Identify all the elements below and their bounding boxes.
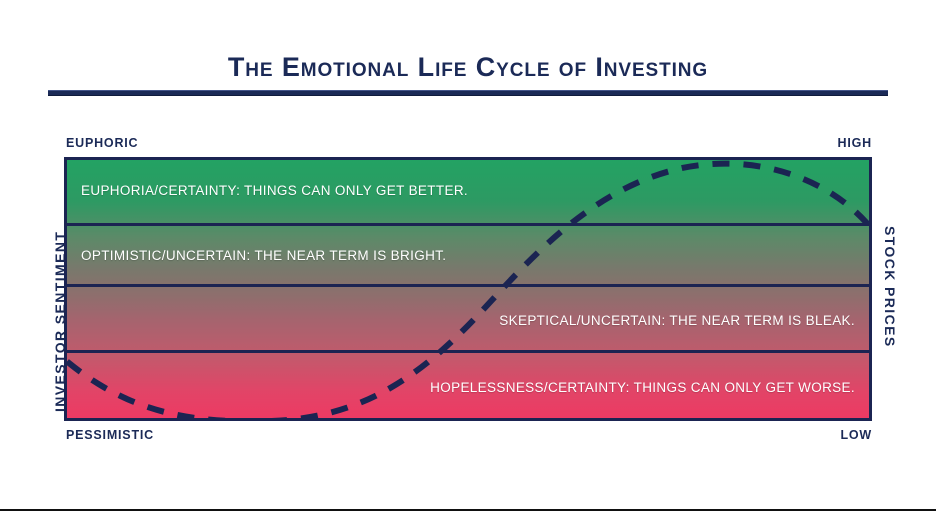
axis-cap-high: HIGH	[837, 136, 872, 150]
axis-cap-low: LOW	[840, 428, 872, 442]
band-label-hopelessness: HOPELESSNESS/CERTAINTY: THINGS CAN ONLY …	[430, 380, 855, 395]
page-title: The Emotional Life Cycle of Investing	[227, 52, 709, 82]
axis-title-stock-prices: STOCK PRICES	[882, 226, 898, 348]
footer-divider-rule	[0, 509, 936, 511]
chart-plot-area: EUPHORIA/CERTAINTY: THINGS CAN ONLY GET …	[64, 157, 872, 421]
band-label-optimistic: OPTIMISTIC/UNCERTAIN: THE NEAR TERM IS B…	[81, 248, 447, 263]
axis-cap-pessimistic: PESSIMISTIC	[66, 428, 154, 442]
band-divider-3	[67, 350, 869, 353]
band-divider-1	[67, 223, 869, 226]
band-divider-2	[67, 284, 869, 287]
title-underline-rule	[48, 90, 888, 96]
band-label-skeptical: SKEPTICAL/UNCERTAIN: THE NEAR TERM IS BL…	[499, 313, 855, 328]
band-label-euphoria: EUPHORIA/CERTAINTY: THINGS CAN ONLY GET …	[81, 183, 469, 198]
axis-cap-euphoric: EUPHORIC	[66, 136, 139, 150]
